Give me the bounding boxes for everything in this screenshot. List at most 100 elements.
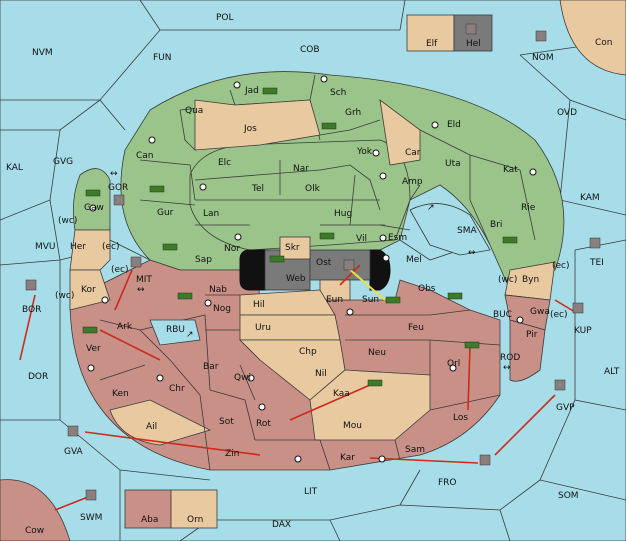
label-cow: Cow: [25, 526, 44, 536]
army-icon: [385, 296, 401, 304]
label-orn: Orn: [187, 515, 203, 525]
label-lan: Lan: [203, 209, 219, 219]
label-sot: Sot: [219, 417, 234, 427]
label-can: Can: [136, 151, 154, 161]
label-qua: Qua: [185, 106, 203, 116]
label-gva: GVA: [64, 447, 84, 457]
label-mou: Mou: [343, 421, 362, 431]
label-gur: Gur: [157, 208, 174, 218]
label-bar: Bar: [203, 362, 219, 372]
label-kal: KAL: [6, 163, 23, 173]
label-con: Con: [595, 38, 613, 48]
label-bri: Bri: [490, 220, 502, 230]
supply-center-icon: [449, 364, 457, 372]
province-car[interactable]: [379, 99, 421, 166]
army-icon: [319, 232, 335, 240]
province-skr[interactable]: [279, 236, 311, 260]
province-pir[interactable]: [509, 319, 546, 382]
label-vil: Vil: [356, 234, 367, 244]
fleet-icon: [572, 302, 584, 314]
supply-center-icon: [320, 75, 328, 83]
label-kaa: Kaa: [333, 389, 350, 399]
fleet-icon: [554, 379, 566, 391]
army-icon: [464, 341, 480, 349]
adjacency-markers: ↔ ↔ ↗ ↗ ↔ ↔: [110, 169, 511, 373]
label-kup: KUP: [574, 326, 592, 336]
fleet-icon: [589, 237, 601, 249]
label-ost: Ost: [316, 258, 332, 268]
label-tei: TEI: [589, 258, 604, 268]
supply-center-icon: [294, 455, 302, 463]
label-eun: Eun: [326, 295, 343, 305]
label-dor: DOR: [28, 372, 48, 382]
label-byn: Byn: [522, 275, 539, 285]
fleet-icon: [67, 425, 79, 437]
label-sap: Sap: [195, 255, 212, 265]
label-som: SOM: [558, 491, 579, 501]
fleet-icon: [343, 259, 355, 271]
inner-area: [189, 139, 411, 251]
label-car: Car: [405, 148, 421, 158]
supply-center-icon: [379, 172, 387, 180]
province-hel[interactable]: [453, 14, 493, 52]
label-fun: FUN: [153, 53, 172, 63]
province-orn[interactable]: [170, 489, 218, 529]
province-gaw[interactable]: [72, 168, 111, 231]
label-pol: POL: [216, 13, 234, 23]
province-jos[interactable]: [194, 99, 321, 151]
label-wc-2: (wc): [498, 275, 517, 285]
label-mvu: MVU: [35, 242, 56, 252]
label-ail: Ail: [146, 422, 157, 432]
label-gor: GOR: [108, 183, 128, 193]
supply-center-icon: [89, 204, 97, 212]
label-jos: Jos: [243, 124, 257, 134]
fleet-icon: [465, 23, 477, 35]
label-gaw: Gaw: [84, 203, 104, 213]
army-icon: [162, 243, 178, 251]
province-her[interactable]: [69, 229, 111, 271]
adjacency-rod-icon: ↔: [503, 363, 511, 373]
army-icon: [321, 122, 337, 130]
label-ec-2: (ec): [111, 265, 129, 275]
supply-center-icon: [346, 308, 354, 316]
fleet-icon: [85, 489, 97, 501]
label-gvg: GVG: [53, 157, 73, 167]
label-chr: Chr: [169, 384, 185, 394]
label-jad: Jad: [244, 86, 259, 96]
label-buc: BUC: [493, 310, 512, 320]
supply-center-icon: [247, 374, 255, 382]
supply-center-icon: [101, 296, 109, 304]
label-elf: Elf: [426, 39, 438, 49]
label-bor: BOR: [22, 305, 41, 315]
supply-centers: [87, 75, 537, 463]
province-ost[interactable]: [309, 249, 371, 281]
fleet-icon: [113, 194, 125, 206]
label-grh: Grh: [345, 108, 361, 118]
label-nor: Nor: [224, 244, 240, 254]
label-obs: Obs: [418, 284, 436, 294]
label-esm: Esm: [388, 233, 407, 243]
province-kor[interactable]: [69, 269, 111, 311]
army-icon: [177, 292, 193, 300]
adjacency-rbu-icon: ↗: [186, 330, 194, 340]
supply-center-icon: [199, 183, 207, 191]
label-hil: Hil: [253, 300, 265, 310]
label-orl: Orl: [447, 359, 460, 369]
supply-center-icon: [148, 136, 156, 144]
label-sch: Sch: [330, 88, 346, 98]
label-nom: NOM: [532, 53, 554, 63]
label-web: Web: [286, 274, 306, 284]
adjacency-mit-icon: ↔: [137, 285, 145, 295]
label-nab: Nab: [209, 285, 227, 295]
label-gvp: GVP: [556, 403, 575, 413]
adjacency-sma-east-icon: ↔: [468, 248, 476, 258]
label-nar: Nar: [293, 164, 309, 174]
label-lit: LIT: [304, 487, 318, 497]
supply-center-icon: [156, 374, 164, 382]
province-aba[interactable]: [124, 489, 172, 529]
label-cob: COB: [300, 45, 320, 55]
province-elf[interactable]: [406, 14, 455, 52]
